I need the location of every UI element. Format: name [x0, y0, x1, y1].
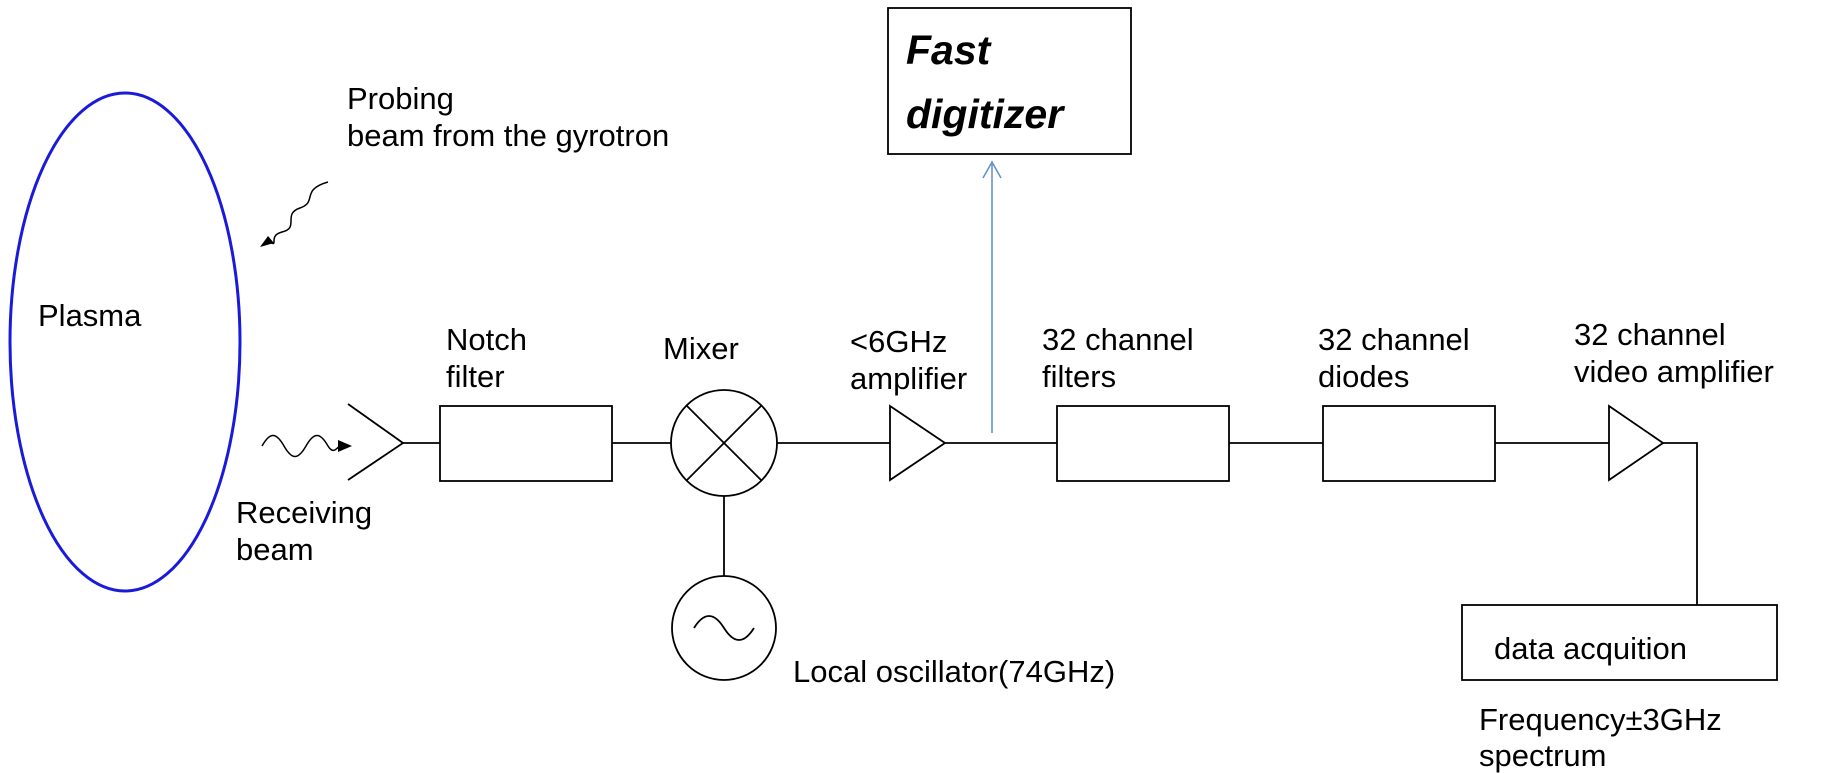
filters-label-2: filters	[1042, 359, 1116, 394]
diodes-box	[1322, 405, 1496, 482]
amplifier-label-1: <6GHz	[850, 324, 947, 359]
amplifier-icon	[889, 404, 947, 482]
mixer-label: Mixer	[663, 331, 739, 366]
receiving-wave-arrow-icon	[261, 434, 352, 458]
daq-label: data acquition	[1494, 631, 1687, 666]
filters-label-1: 32 channel	[1042, 322, 1194, 357]
video-amp-label-1: 32 channel	[1574, 317, 1726, 352]
fast-digitizer-label-1: Fast	[906, 27, 993, 73]
frequency-label-2: spectrum	[1479, 738, 1606, 773]
notch-filter-box	[439, 405, 613, 482]
frequency-label-1: Frequency±3GHz	[1479, 702, 1722, 737]
daq-box	[1461, 604, 1778, 681]
receiving-label-2: beam	[236, 532, 314, 567]
fast-digitizer-label-2: digitizer	[906, 91, 1065, 137]
fast-digitizer-box	[887, 7, 1132, 155]
diodes-label-2: diodes	[1318, 359, 1409, 394]
antenna-icon	[347, 403, 405, 481]
oscillator-icon	[671, 575, 777, 681]
receiving-label-1: Receiving	[236, 495, 372, 530]
notch-filter-label-1: Notch	[446, 322, 527, 357]
video-amplifier-icon	[1608, 404, 1665, 482]
filters-box	[1056, 405, 1230, 482]
oscillator-label: Local oscillator(74GHz)	[793, 654, 1115, 689]
plasma-ellipse	[8, 91, 242, 593]
plasma-label: Plasma	[38, 298, 142, 333]
diodes-label-1: 32 channel	[1318, 322, 1470, 357]
probing-wave-arrow-icon	[260, 181, 329, 247]
amplifier-label-2: amplifier	[850, 361, 967, 396]
digitizer-arrow	[982, 160, 1002, 433]
video-amp-label-2: video amplifier	[1574, 354, 1774, 389]
probing-label-2: beam from the gyrotron	[347, 118, 669, 153]
mixer-icon	[670, 389, 778, 497]
video-amp-to-daq-line	[1663, 442, 1698, 605]
probing-label-1: Probing	[347, 81, 454, 116]
notch-filter-label-2: filter	[446, 359, 505, 394]
